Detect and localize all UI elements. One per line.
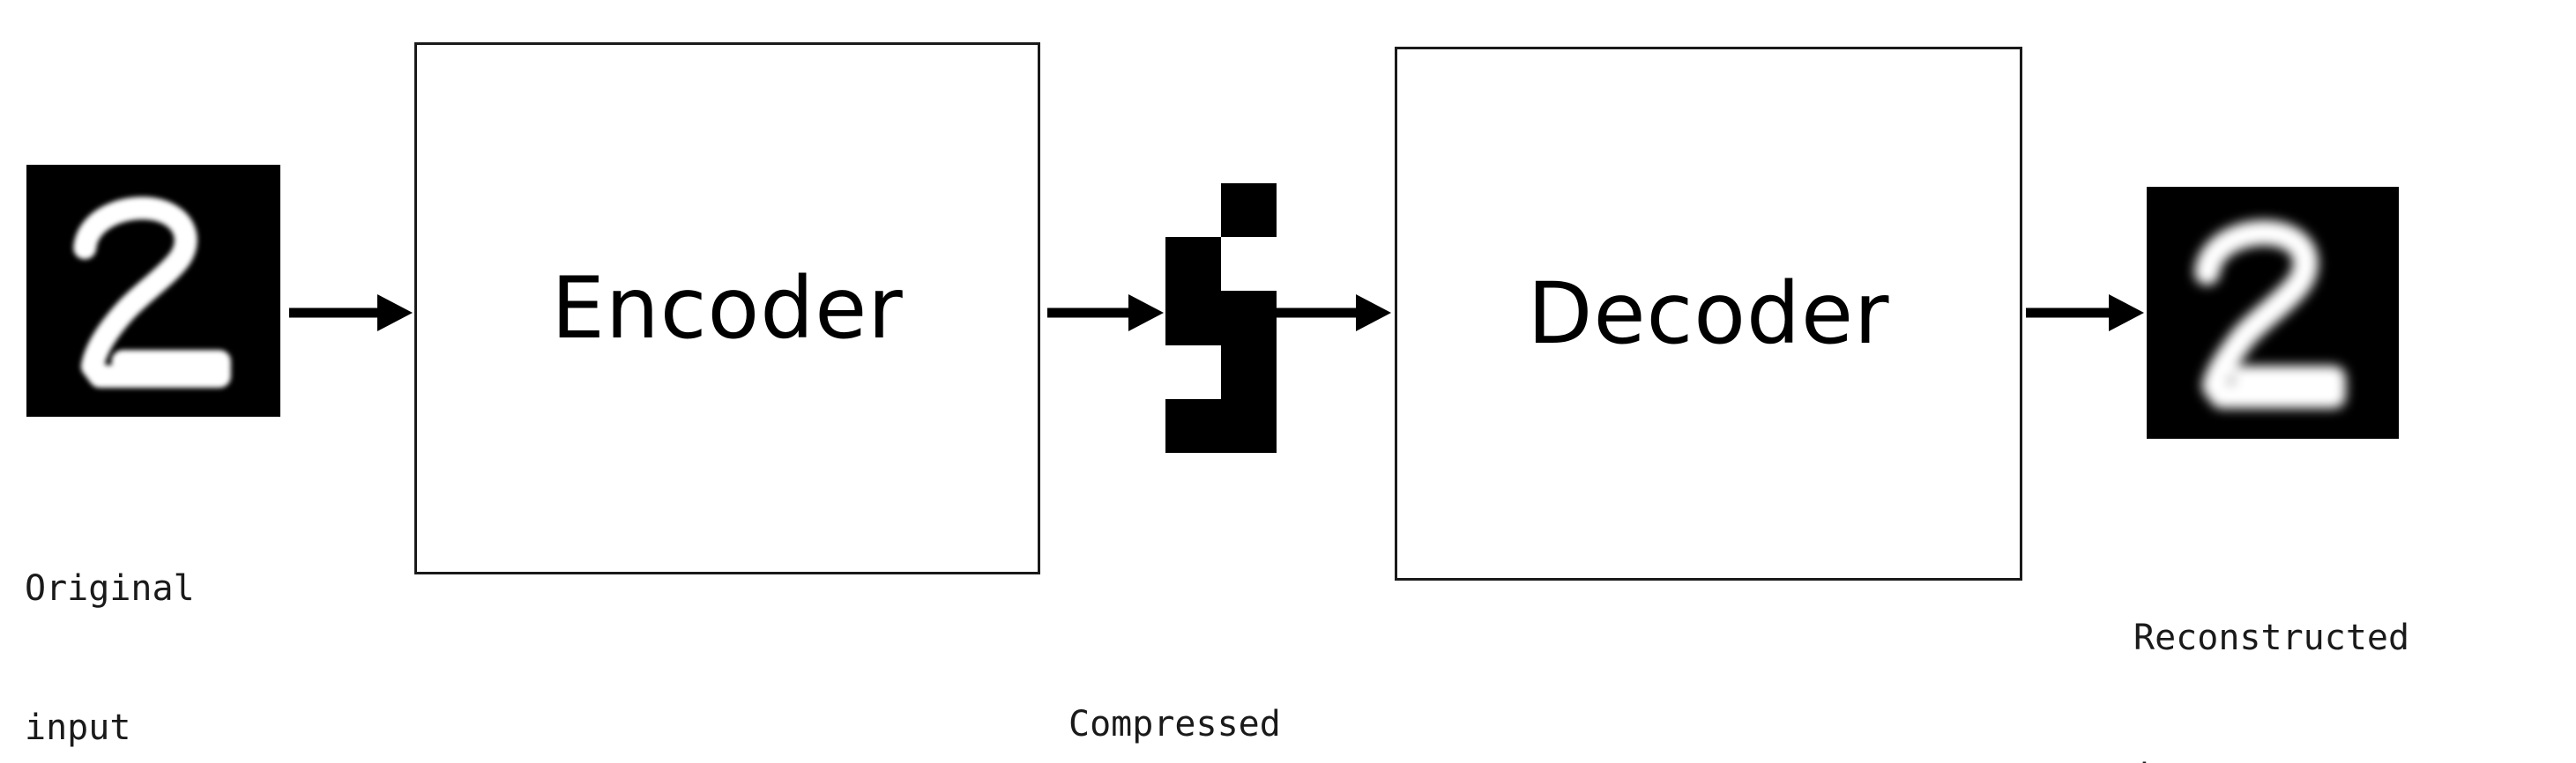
compressed-representation-grid: [1165, 183, 1277, 453]
digit-two-glyph-reconstructed: [2147, 187, 2399, 439]
latent-cell-r4c1: [1221, 398, 1277, 453]
arrow-compressed-to-decoder: [1277, 294, 1391, 331]
compressed-caption-line1: Compressed: [1068, 703, 1281, 744]
reconstructed-input-image: [2147, 187, 2399, 439]
latent-cell-r1c0: [1165, 237, 1221, 292]
latent-cell-r2c0: [1165, 291, 1221, 345]
latent-cell-r0c1: [1221, 183, 1277, 238]
latent-cell-r4c0: [1165, 398, 1221, 453]
arrow-encoder-to-compressed: [1047, 294, 1164, 331]
decoder-box: Decoder: [1395, 47, 2022, 581]
latent-cell-r1c1: [1221, 237, 1277, 292]
encoder-box: Encoder: [414, 42, 1040, 574]
digit-two-glyph-original: [26, 165, 280, 417]
latent-cell-r0c0: [1165, 183, 1221, 238]
original-input-caption-line2: input: [25, 707, 131, 748]
encoder-label: Encoder: [551, 259, 904, 358]
reconstructed-input-caption: Reconstructed input: [2133, 522, 2409, 763]
arrow-input-to-encoder: [289, 294, 413, 331]
original-input-image: [26, 165, 280, 417]
decoder-label: Decoder: [1527, 264, 1890, 363]
latent-cell-r3c0: [1165, 344, 1221, 399]
arrow-decoder-to-reconstructed: [2026, 294, 2144, 331]
original-input-caption: Original input: [25, 472, 195, 763]
compressed-representation-caption: Compressed representation: [1068, 608, 1366, 763]
reconstructed-caption-line2: input: [2133, 754, 2409, 763]
latent-cell-r2c1: [1221, 291, 1277, 345]
latent-cell-r3c1: [1221, 344, 1277, 399]
original-input-caption-line1: Original: [25, 567, 195, 609]
reconstructed-caption-line1: Reconstructed: [2133, 617, 2410, 658]
